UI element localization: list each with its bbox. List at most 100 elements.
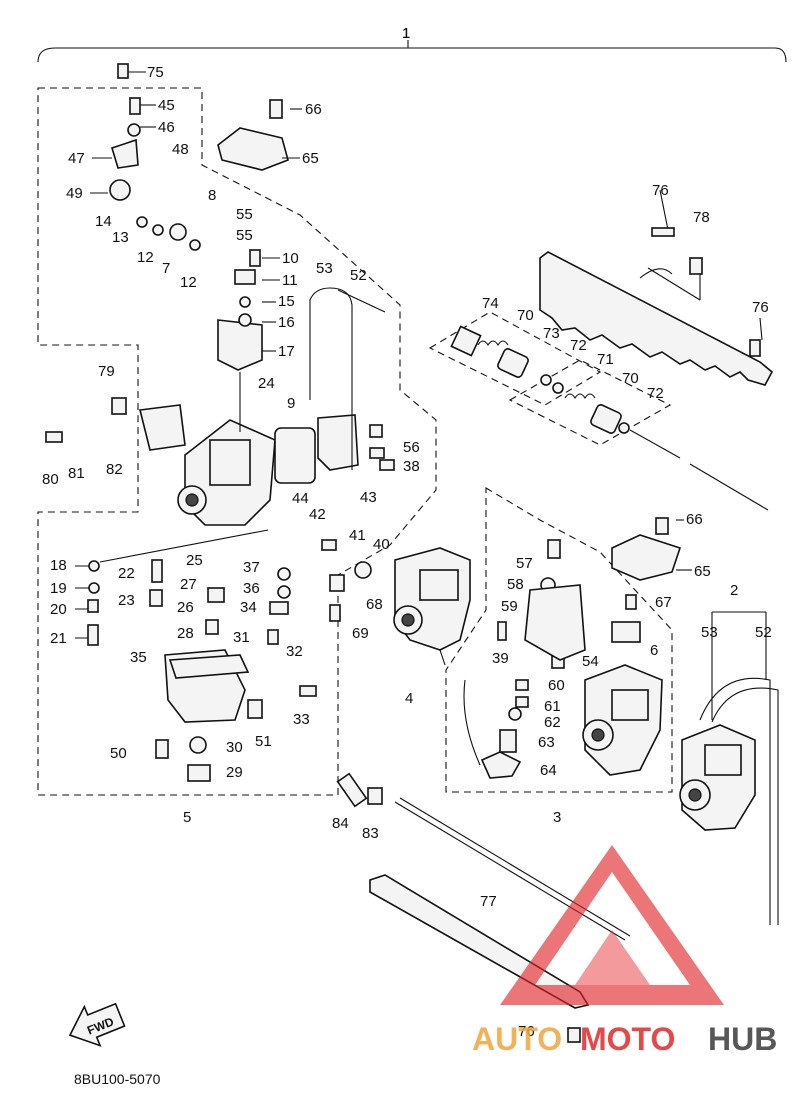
callout-label: 22: [118, 565, 135, 582]
callout-label: 13: [112, 229, 129, 246]
callout-label: 2: [730, 582, 738, 599]
callout-label: 52: [755, 624, 772, 641]
fasteners: [45, 63, 761, 1043]
callout-labels: 1 2 3 4 5 6 7 8 9 10 11 12 12 13 14 15 1…: [42, 25, 772, 1040]
callout-label: 11: [282, 272, 298, 289]
callout-label: 4: [405, 690, 413, 707]
callout-label: 6: [650, 642, 658, 659]
callout-label: 79: [98, 363, 115, 380]
callout-label: 8: [208, 187, 216, 204]
callout-label: 56: [403, 439, 420, 456]
watermark-logo: AUTO MOTO HUB: [472, 845, 777, 1057]
callout-label: 72: [570, 337, 587, 354]
callout-label: 66: [686, 511, 703, 528]
callout-label: 63: [538, 734, 555, 751]
fuel-rail: [539, 251, 774, 386]
callout-label: 80: [42, 471, 59, 488]
callout-label: 60: [548, 677, 565, 694]
watermark-brand-hub: HUB: [708, 1021, 777, 1057]
callout-label: 19: [50, 580, 67, 597]
callout-label: 77: [480, 893, 497, 910]
callout-label: 20: [50, 601, 67, 618]
callout-label: 82: [106, 461, 123, 478]
callout-label: 83: [362, 825, 379, 842]
callout-label: 33: [293, 711, 310, 728]
callout-label: 18: [50, 557, 67, 574]
callout-label: 28: [177, 625, 194, 642]
callout-label: 43: [360, 489, 377, 506]
callout-label: 54: [582, 653, 599, 670]
callout-label: 78: [693, 209, 710, 226]
callout-label: 49: [66, 185, 83, 202]
callout-label: 42: [309, 506, 326, 523]
callout-label: 70: [517, 307, 534, 324]
callout-label: 44: [292, 490, 309, 507]
group-outline-5: [37, 87, 437, 796]
callout-label: 67: [655, 594, 672, 611]
callout-label: 71: [597, 351, 614, 368]
callout-label: 73: [543, 325, 560, 342]
callout-label: 35: [130, 649, 147, 666]
carburetor-3: [463, 664, 663, 779]
callout-label: 5: [183, 809, 191, 826]
callout-label: 76: [518, 1023, 535, 1040]
drawing-code: 8BU100-5070: [74, 1071, 161, 1087]
callout-label: 39: [492, 650, 509, 667]
callout-label: 50: [110, 745, 127, 762]
callout-label: 72: [647, 385, 664, 402]
watermark-triangle-icon: [500, 845, 724, 1005]
callout-label: 30: [226, 739, 243, 756]
callout-label: 65: [302, 150, 319, 167]
callout-label: 9: [287, 395, 295, 412]
callout-label: 52: [350, 267, 367, 284]
watermark-brand-auto: AUTO: [472, 1021, 562, 1057]
callout-label: 55: [236, 227, 253, 244]
callout-label: 55: [236, 206, 253, 223]
callout-label: 32: [286, 643, 303, 660]
callout-label: 59: [501, 598, 518, 615]
callout-label: 29: [226, 764, 243, 781]
callout-label: 21: [50, 630, 67, 647]
callout-label: 53: [701, 624, 718, 641]
callout-label: 66: [305, 101, 322, 118]
callout-label: 7: [162, 260, 170, 277]
callout-label: 23: [118, 592, 135, 609]
callout-label: 31: [233, 629, 250, 646]
group-outline-3: [445, 487, 673, 793]
callout-label: 24: [258, 375, 275, 392]
callout-label: 14: [95, 213, 112, 230]
callout-label: 34: [240, 599, 257, 616]
callout-label: 36: [243, 580, 260, 597]
carburetor-2: [679, 611, 779, 925]
callout-label: 69: [352, 625, 369, 642]
callout-label: 47: [68, 150, 85, 167]
carburetor-5: [99, 319, 359, 723]
callout-label: 70: [622, 370, 639, 387]
callout-label: 62: [544, 714, 561, 731]
callout-label: 3: [553, 809, 561, 826]
callout-label: 38: [403, 458, 420, 475]
callout-label: 27: [180, 576, 197, 593]
callout-label: 15: [278, 293, 295, 310]
callout-label: 76: [752, 299, 769, 316]
callout-assembly: 1: [402, 25, 410, 42]
callout-label: 81: [68, 465, 85, 482]
callout-label: 48: [172, 141, 189, 158]
callout-label: 64: [540, 762, 557, 779]
throttle-linkage: [428, 311, 769, 511]
callout-label: 17: [278, 343, 295, 360]
callout-label: 84: [332, 815, 349, 832]
callout-label: 37: [243, 559, 260, 576]
callout-label: 12: [180, 274, 197, 291]
callout-label: 41: [349, 527, 366, 544]
callout-label: 25: [186, 552, 203, 569]
callout-label: 12: [137, 249, 154, 266]
callout-label: 65: [694, 563, 711, 580]
callout-label: 46: [158, 119, 175, 136]
callout-label: 10: [282, 250, 299, 267]
assembly-bracket: 1: [37, 25, 787, 63]
callout-label: 57: [516, 555, 533, 572]
callout-label: 26: [177, 599, 194, 616]
top-cover: [217, 127, 682, 581]
